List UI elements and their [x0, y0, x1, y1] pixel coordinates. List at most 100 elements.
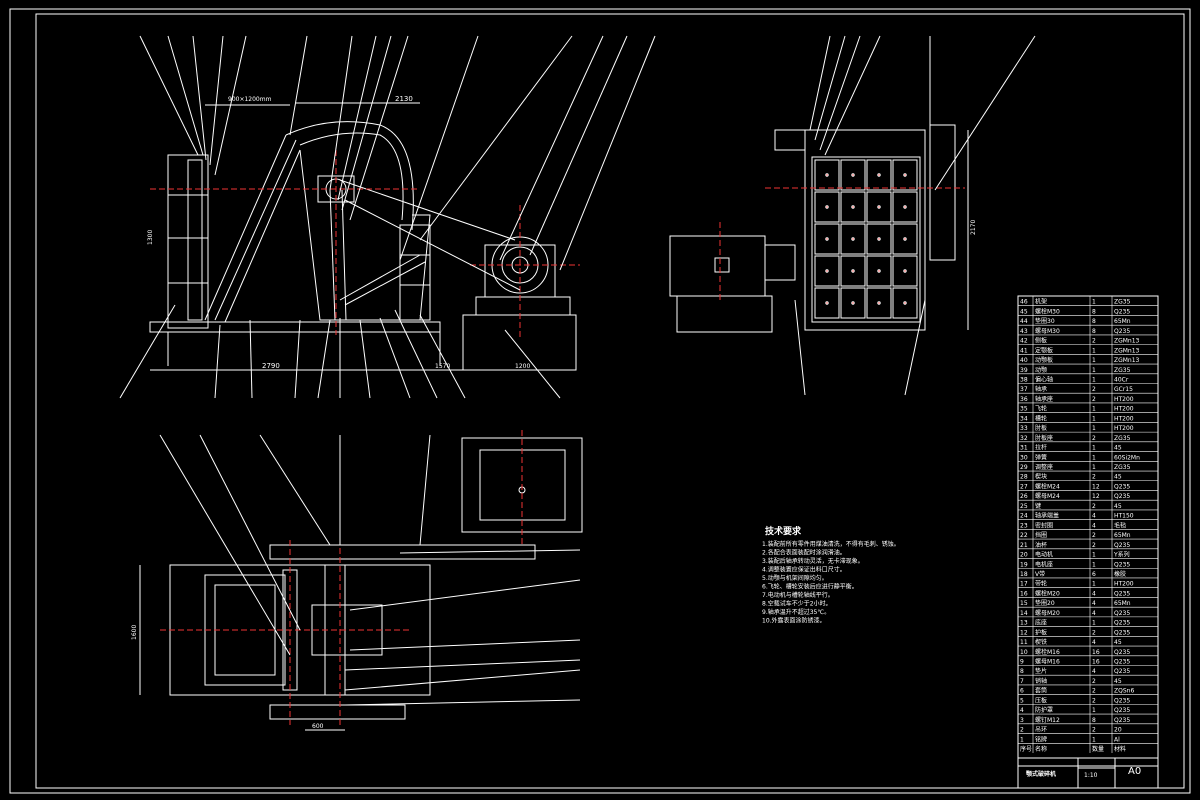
parts-cell-name: 带轮	[1035, 580, 1047, 588]
parts-cell-mat: Q235	[1114, 707, 1130, 714]
side-view	[669, 35, 1036, 396]
parts-cell-name: 轴承	[1035, 385, 1047, 393]
parts-cell-no: 25	[1020, 503, 1028, 510]
parts-cell-no: 2	[1020, 727, 1024, 734]
panel-center-mark	[851, 237, 855, 241]
jaw-panel-cell	[892, 287, 918, 319]
parts-cell-no: 16	[1020, 590, 1028, 597]
parts-cell-no: 35	[1020, 406, 1028, 413]
parts-cell-qty: 1	[1092, 707, 1096, 714]
jaw-panel-cell	[840, 223, 866, 255]
jaw-panel-cell	[814, 159, 840, 191]
parts-cell-no: 46	[1020, 299, 1028, 306]
parts-cell-qty: 2	[1092, 386, 1096, 393]
panel-center-mark	[877, 269, 881, 273]
parts-cell-name: 动颚	[1035, 367, 1047, 374]
parts-cell-name: 密封圈	[1035, 521, 1053, 529]
parts-cell-mat: ZG35	[1114, 435, 1131, 442]
panel-center-mark	[877, 205, 881, 209]
parts-cell-name: V带	[1035, 570, 1045, 578]
plan-view	[139, 430, 583, 731]
parts-cell-mat: Q235	[1114, 717, 1130, 724]
parts-cell-qty: 1	[1092, 415, 1096, 422]
parts-cell-name: 防护罩	[1035, 706, 1053, 714]
jaw-panel-cell	[892, 255, 918, 287]
parts-cell-qty: 2	[1092, 474, 1096, 481]
parts-cell-no: 6	[1020, 688, 1024, 695]
parts-cell-qty: 4	[1092, 600, 1096, 607]
parts-cell-name: 机架	[1035, 298, 1047, 306]
jaw-panel-cell	[866, 223, 892, 255]
parts-cell-no: 41	[1020, 347, 1028, 354]
parts-cell-qty: 4	[1092, 522, 1096, 529]
parts-cell-qty: 6	[1092, 571, 1096, 578]
parts-cell-mat: Q235	[1114, 620, 1130, 627]
technical-requirements: 技术要求 1.装配前所有零件用煤油清洗，不得有毛刺、锈蚀。2.各配合表面装配时涂…	[762, 525, 900, 625]
panel-center-mark	[825, 237, 829, 241]
parts-cell-mat: 60Si2Mn	[1114, 454, 1140, 461]
parts-cell-qty: 16	[1092, 658, 1100, 665]
parts-cell-no: 29	[1020, 464, 1028, 471]
parts-cell-qty: 8	[1092, 308, 1096, 315]
parts-cell-mat: 65Mn	[1114, 600, 1131, 607]
parts-cell-qty: 2	[1092, 629, 1096, 636]
parts-cell-qty: 1	[1092, 347, 1096, 354]
front-view	[119, 35, 656, 399]
parts-cell-name: 弹簧	[1035, 453, 1047, 461]
parts-cell-mat: Q235	[1114, 308, 1130, 315]
parts-cell-qty: 1	[1092, 367, 1096, 374]
jaw-panel-cell	[866, 159, 892, 191]
parts-cell-qty: 1	[1092, 736, 1096, 743]
jaw-panel-cell	[814, 191, 840, 223]
parts-cell-name: 楔铁	[1035, 638, 1047, 646]
parts-cell-name: 键	[1035, 502, 1041, 510]
parts-cell-qty: 2	[1092, 697, 1096, 704]
title-block-sheet-size: A0	[1128, 766, 1141, 777]
parts-cell-mat: Al	[1114, 736, 1120, 743]
parts-cell-no: 34	[1020, 415, 1028, 422]
dim-side-height: 2170	[970, 220, 977, 235]
notes-line: 7.电动机与槽轮轴线平行。	[762, 591, 834, 599]
panel-center-mark	[903, 269, 907, 273]
panel-center-mark	[877, 237, 881, 241]
parts-cell-qty: 2	[1092, 727, 1096, 734]
parts-cell-no: 22	[1020, 532, 1028, 539]
jaw-panel-cell	[866, 287, 892, 319]
parts-cell-qty: 2	[1092, 435, 1096, 442]
parts-cell-name: 垫片	[1035, 667, 1047, 675]
parts-cell-no: 21	[1020, 542, 1028, 549]
parts-cell-name: 轴承端盖	[1035, 512, 1059, 520]
parts-cell-name: 吊环	[1035, 727, 1047, 734]
notes-line: 8.空载试车不少于2小时。	[762, 600, 832, 608]
jaw-panel-cell	[866, 255, 892, 287]
panel-center-mark	[903, 237, 907, 241]
parts-cell-mat: Q235	[1114, 697, 1130, 704]
parts-cell-no: 37	[1020, 386, 1028, 393]
parts-cell-no: 14	[1020, 610, 1028, 617]
parts-cell-qty: 1	[1092, 552, 1096, 559]
parts-cell-mat: HT200	[1114, 415, 1134, 422]
parts-cell-name: 螺母M16	[1035, 657, 1060, 665]
panel-center-mark	[903, 301, 907, 305]
parts-cell-no: 39	[1020, 367, 1028, 374]
parts-cell-name: 螺钉M12	[1035, 716, 1060, 724]
parts-cell-mat: Q235	[1114, 668, 1130, 675]
parts-cell-no: 18	[1020, 571, 1028, 578]
parts-cell-no: 31	[1020, 445, 1028, 452]
parts-cell-name: 压板	[1035, 696, 1047, 704]
parts-cell-name: 定颚板	[1035, 346, 1053, 354]
jaw-panel-cell	[840, 287, 866, 319]
parts-cell-no: 36	[1020, 396, 1028, 403]
parts-cell-no: 43	[1020, 328, 1028, 335]
parts-cell-qty: 2	[1092, 542, 1096, 549]
parts-cell-name: 动颚板	[1035, 356, 1053, 364]
parts-cell-qty: 4	[1092, 639, 1096, 646]
parts-cell-name: 电动机	[1035, 551, 1053, 559]
parts-cell-qty: 1	[1092, 377, 1096, 384]
parts-cell-mat: GCr15	[1114, 386, 1133, 393]
parts-cell-name: 铭牌	[1035, 735, 1047, 743]
parts-cell-qty: 1	[1092, 620, 1096, 627]
parts-cell-qty: 4	[1092, 513, 1096, 520]
parts-cell-mat: 45	[1114, 445, 1122, 452]
